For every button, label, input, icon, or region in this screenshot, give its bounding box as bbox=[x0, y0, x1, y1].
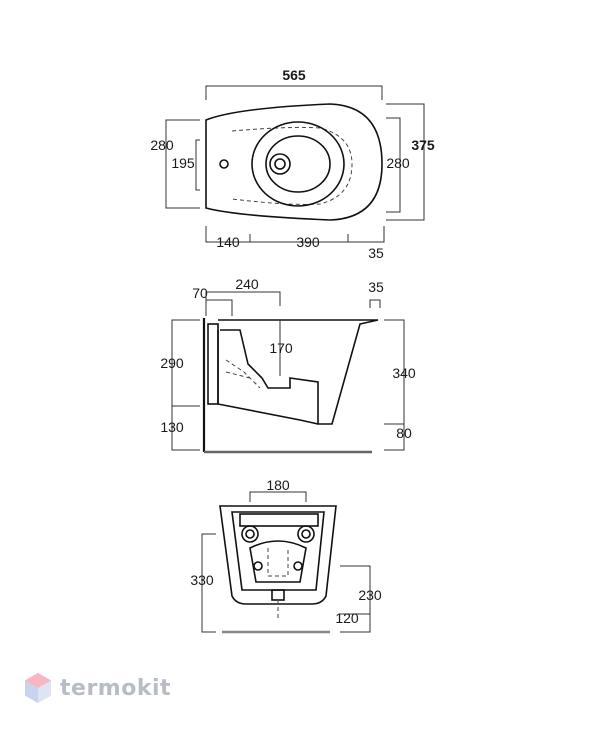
side-view-body bbox=[217, 330, 319, 425]
dim-upper-height: 290 bbox=[160, 355, 184, 371]
dim-line-565 bbox=[205, 85, 383, 100]
brand-name: termokit bbox=[60, 675, 172, 701]
dim-drain-floor: 120 bbox=[335, 610, 359, 626]
dim-line-240 bbox=[205, 291, 281, 306]
rear-view-fixing-right bbox=[297, 525, 315, 543]
top-view-drain-core bbox=[274, 158, 286, 170]
rear-view-outline bbox=[219, 505, 337, 605]
rear-view-fixing-left-core bbox=[245, 529, 255, 539]
brand-logo-icon bbox=[25, 673, 51, 703]
dim-line-120 bbox=[340, 614, 371, 633]
dim-line-230 bbox=[340, 565, 371, 615]
rear-view-drain bbox=[271, 589, 285, 601]
dim-line-340 bbox=[384, 319, 405, 425]
rear-view: 180 330 230 120 bbox=[190, 477, 382, 634]
rear-view-inlet-core bbox=[267, 548, 289, 577]
rear-view-valve-right bbox=[293, 561, 303, 571]
top-view-bowl-ring bbox=[251, 121, 345, 207]
top-view-tap-hole bbox=[219, 159, 229, 169]
side-view-trap bbox=[225, 359, 261, 389]
dim-fixing-spacing: 180 bbox=[266, 477, 290, 493]
side-view-bracket bbox=[207, 323, 219, 405]
top-view: 565 280 195 280 375 140 390 35 bbox=[150, 67, 435, 261]
dim-seg-back: 35 bbox=[368, 245, 384, 261]
dim-line-290 bbox=[171, 319, 200, 407]
dim-line-80 bbox=[384, 424, 405, 451]
dim-foot-height: 80 bbox=[396, 425, 412, 441]
rear-view-slot bbox=[239, 513, 319, 527]
dim-line-330 bbox=[201, 533, 216, 633]
dim-wall-offset: 70 bbox=[192, 285, 208, 301]
dim-line-bottom bbox=[205, 226, 385, 243]
side-view: 70 240 35 170 290 130 340 80 bbox=[160, 276, 416, 454]
top-view-inner-bowl bbox=[231, 126, 353, 205]
dim-line-375 bbox=[386, 103, 425, 221]
dim-overall-width: 375 bbox=[411, 137, 435, 153]
brand-watermark: termokit bbox=[24, 672, 171, 704]
rear-view-inner bbox=[231, 511, 325, 591]
dim-line-195 bbox=[195, 139, 200, 191]
side-view-outline bbox=[218, 319, 379, 425]
dim-total-height: 340 bbox=[392, 365, 416, 381]
dim-seg-front: 140 bbox=[216, 234, 240, 250]
dim-bracket-span: 240 bbox=[235, 276, 259, 292]
dim-outlet-height: 170 bbox=[269, 340, 293, 356]
rear-view-fixing-left bbox=[241, 525, 259, 543]
top-view-bowl-inner bbox=[265, 135, 331, 193]
dim-line-280-left bbox=[165, 119, 200, 209]
dim-width-right: 280 bbox=[386, 155, 410, 171]
dim-width-left: 280 bbox=[150, 137, 174, 153]
dim-line-130 bbox=[171, 406, 200, 451]
rear-view-fixing-right-core bbox=[301, 529, 311, 539]
dim-line-180 bbox=[249, 491, 307, 502]
dim-drain-height: 230 bbox=[358, 587, 382, 603]
dim-rear-height: 330 bbox=[190, 572, 214, 588]
dim-seg-mid: 390 bbox=[296, 234, 320, 250]
dim-floor-gap: 130 bbox=[160, 419, 184, 435]
dim-line-280-right bbox=[386, 117, 401, 213]
rear-view-valve-left bbox=[253, 561, 263, 571]
dim-line-70 bbox=[205, 299, 233, 316]
top-view-outline bbox=[205, 103, 383, 221]
dim-rim-offset: 35 bbox=[368, 279, 384, 295]
rear-view-inlet-plate bbox=[249, 540, 307, 583]
top-view-drain bbox=[269, 153, 291, 175]
dim-hole-offset: 195 bbox=[171, 155, 195, 171]
dim-overall-length: 565 bbox=[282, 67, 306, 83]
dim-line-35 bbox=[369, 299, 381, 308]
